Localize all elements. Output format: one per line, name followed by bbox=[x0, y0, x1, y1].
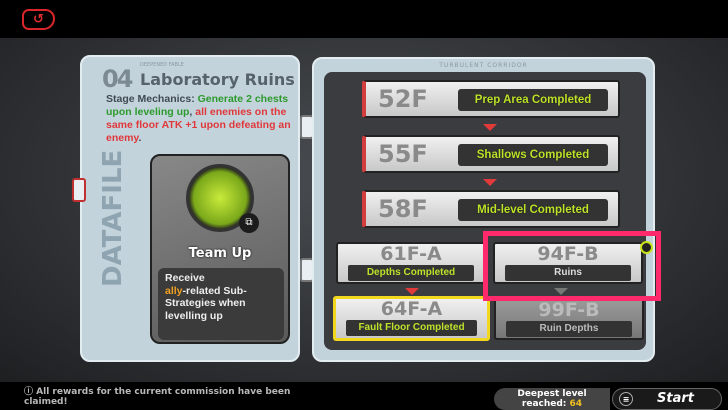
floor-label: Prep Area Completed bbox=[458, 89, 608, 111]
stage-number: 04 bbox=[102, 65, 133, 93]
info-icon: ⓘ bbox=[24, 387, 37, 397]
panel-clip bbox=[72, 178, 86, 202]
floor-number: 99F-B bbox=[538, 299, 600, 321]
floor-row-52f[interactable]: 52F Prep Area Completed bbox=[362, 80, 620, 118]
datafile-watermark: DATAFILE bbox=[98, 149, 128, 287]
floor-label: Ruins bbox=[505, 265, 631, 281]
strategy-name: Team Up bbox=[188, 246, 252, 261]
down-arrow-icon bbox=[405, 288, 419, 295]
deepest-level: Deepest level reached: 64 bbox=[494, 388, 610, 410]
floor-label: Shallows Completed bbox=[458, 144, 608, 166]
floor-label: Depths Completed bbox=[348, 265, 474, 281]
stage-title: Laboratory Ruins bbox=[140, 70, 295, 89]
floor-number: 64F-A bbox=[380, 298, 443, 320]
switch-icon[interactable]: ⧉ bbox=[239, 213, 259, 233]
stage-mechanics: Stage Mechanics: Generate 2 chests upon … bbox=[106, 93, 291, 144]
down-arrow-icon bbox=[483, 179, 497, 186]
back-button[interactable]: ↺ bbox=[22, 9, 55, 30]
selection-highlight bbox=[483, 231, 661, 301]
floor-number: 55F bbox=[378, 140, 428, 168]
back-arrow-icon: ↺ bbox=[33, 12, 44, 27]
datafile-panel: 04 DEEPENED FABLE Laboratory Ruins Stage… bbox=[80, 55, 300, 362]
floor-label: Ruin Depths bbox=[506, 321, 632, 337]
floor-number: 58F bbox=[378, 195, 428, 223]
floor-label: Mid-level Completed bbox=[458, 199, 608, 221]
down-arrow-icon bbox=[554, 288, 568, 295]
corridor-header: TURBULENT CORRIDOR bbox=[439, 62, 528, 69]
menu-icon: ≡ bbox=[619, 392, 633, 406]
floor-number: 61F-A bbox=[380, 243, 442, 265]
start-button[interactable]: ≡Start bbox=[612, 388, 722, 410]
floor-number: 94F-B bbox=[537, 243, 599, 265]
floor-row-58f[interactable]: 58F Mid-level Completed bbox=[362, 190, 620, 228]
floor-label: Fault Floor Completed bbox=[346, 320, 477, 336]
floor-row-55f[interactable]: 55F Shallows Completed bbox=[362, 135, 620, 173]
floor-number: 52F bbox=[378, 85, 428, 113]
rewards-message: ⓘ All rewards for the current commission… bbox=[24, 387, 291, 407]
location-pin-icon bbox=[640, 241, 653, 254]
stage-subtitle: DEEPENED FABLE bbox=[140, 62, 184, 68]
top-bar bbox=[0, 0, 728, 38]
down-arrow-icon bbox=[483, 124, 497, 131]
